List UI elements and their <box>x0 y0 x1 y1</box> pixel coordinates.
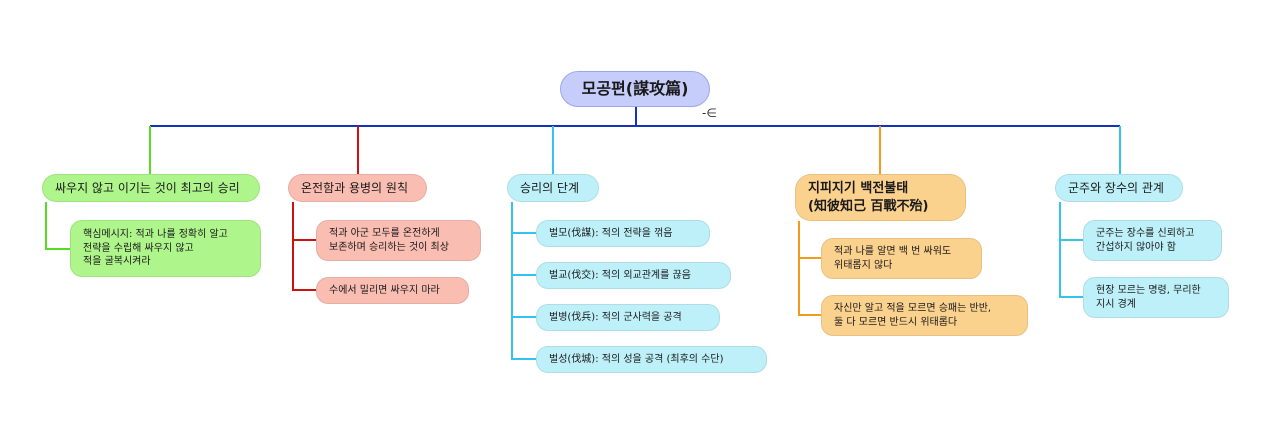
root-topic[interactable]: 모공편(謀攻篇) <box>560 71 710 107</box>
branch-topic-3[interactable]: 승리의 단계 <box>507 174 599 202</box>
child-connector-3 <box>511 202 536 360</box>
child-connector-5 <box>1059 202 1083 298</box>
subtopic-2-2[interactable]: 수에서 밀리면 싸우지 마라 <box>316 277 469 304</box>
child-connector-4 <box>798 221 821 316</box>
subtopic-2-1[interactable]: 적과 아군 모두를 온전하게 보존하며 승리하는 것이 최상 <box>316 220 481 261</box>
child-connector-2 <box>292 202 316 291</box>
branch-topic-4[interactable]: 지피지기 백전불태 (知彼知己 百戰不殆) <box>795 174 966 221</box>
subtopic-4-2[interactable]: 자신만 알고 적을 모르면 승패는 반반, 둘 다 모르면 반드시 위태롭다 <box>821 295 1028 336</box>
branch-topic-5[interactable]: 군주와 장수의 관계 <box>1055 174 1183 202</box>
child-connector-1-1 <box>45 202 70 250</box>
subtopic-3-4[interactable]: 벌성(伐城): 적의 성을 공격 (최후의 수단) <box>536 346 767 373</box>
branch-topic-1[interactable]: 싸우지 않고 이기는 것이 최고의 승리 <box>42 174 260 202</box>
subtopic-4-1[interactable]: 적과 나를 알면 백 번 싸워도 위태롭지 않다 <box>821 238 982 279</box>
branch-topic-2[interactable]: 온전함과 용병의 원칙 <box>288 174 427 202</box>
subtopic-5-2[interactable]: 현장 모르는 명령, 무리한 지시 경계 <box>1083 277 1229 318</box>
root-marker: -∈ <box>702 106 717 120</box>
subtopic-5-1[interactable]: 군주는 장수를 신뢰하고 간섭하지 않아야 함 <box>1083 220 1222 261</box>
subtopic-3-2[interactable]: 벌교(伐交): 적의 외교관계를 끊음 <box>536 262 731 289</box>
subtopic-3-3[interactable]: 벌병(伐兵): 적의 군사력을 공격 <box>536 304 720 331</box>
subtopic-1-1[interactable]: 핵심메시지: 적과 나를 정확히 알고 전략을 수립해 싸우지 않고 적을 굴복… <box>70 220 261 277</box>
subtopic-3-1[interactable]: 벌모(伐謀): 적의 전략을 꺾음 <box>536 220 710 247</box>
